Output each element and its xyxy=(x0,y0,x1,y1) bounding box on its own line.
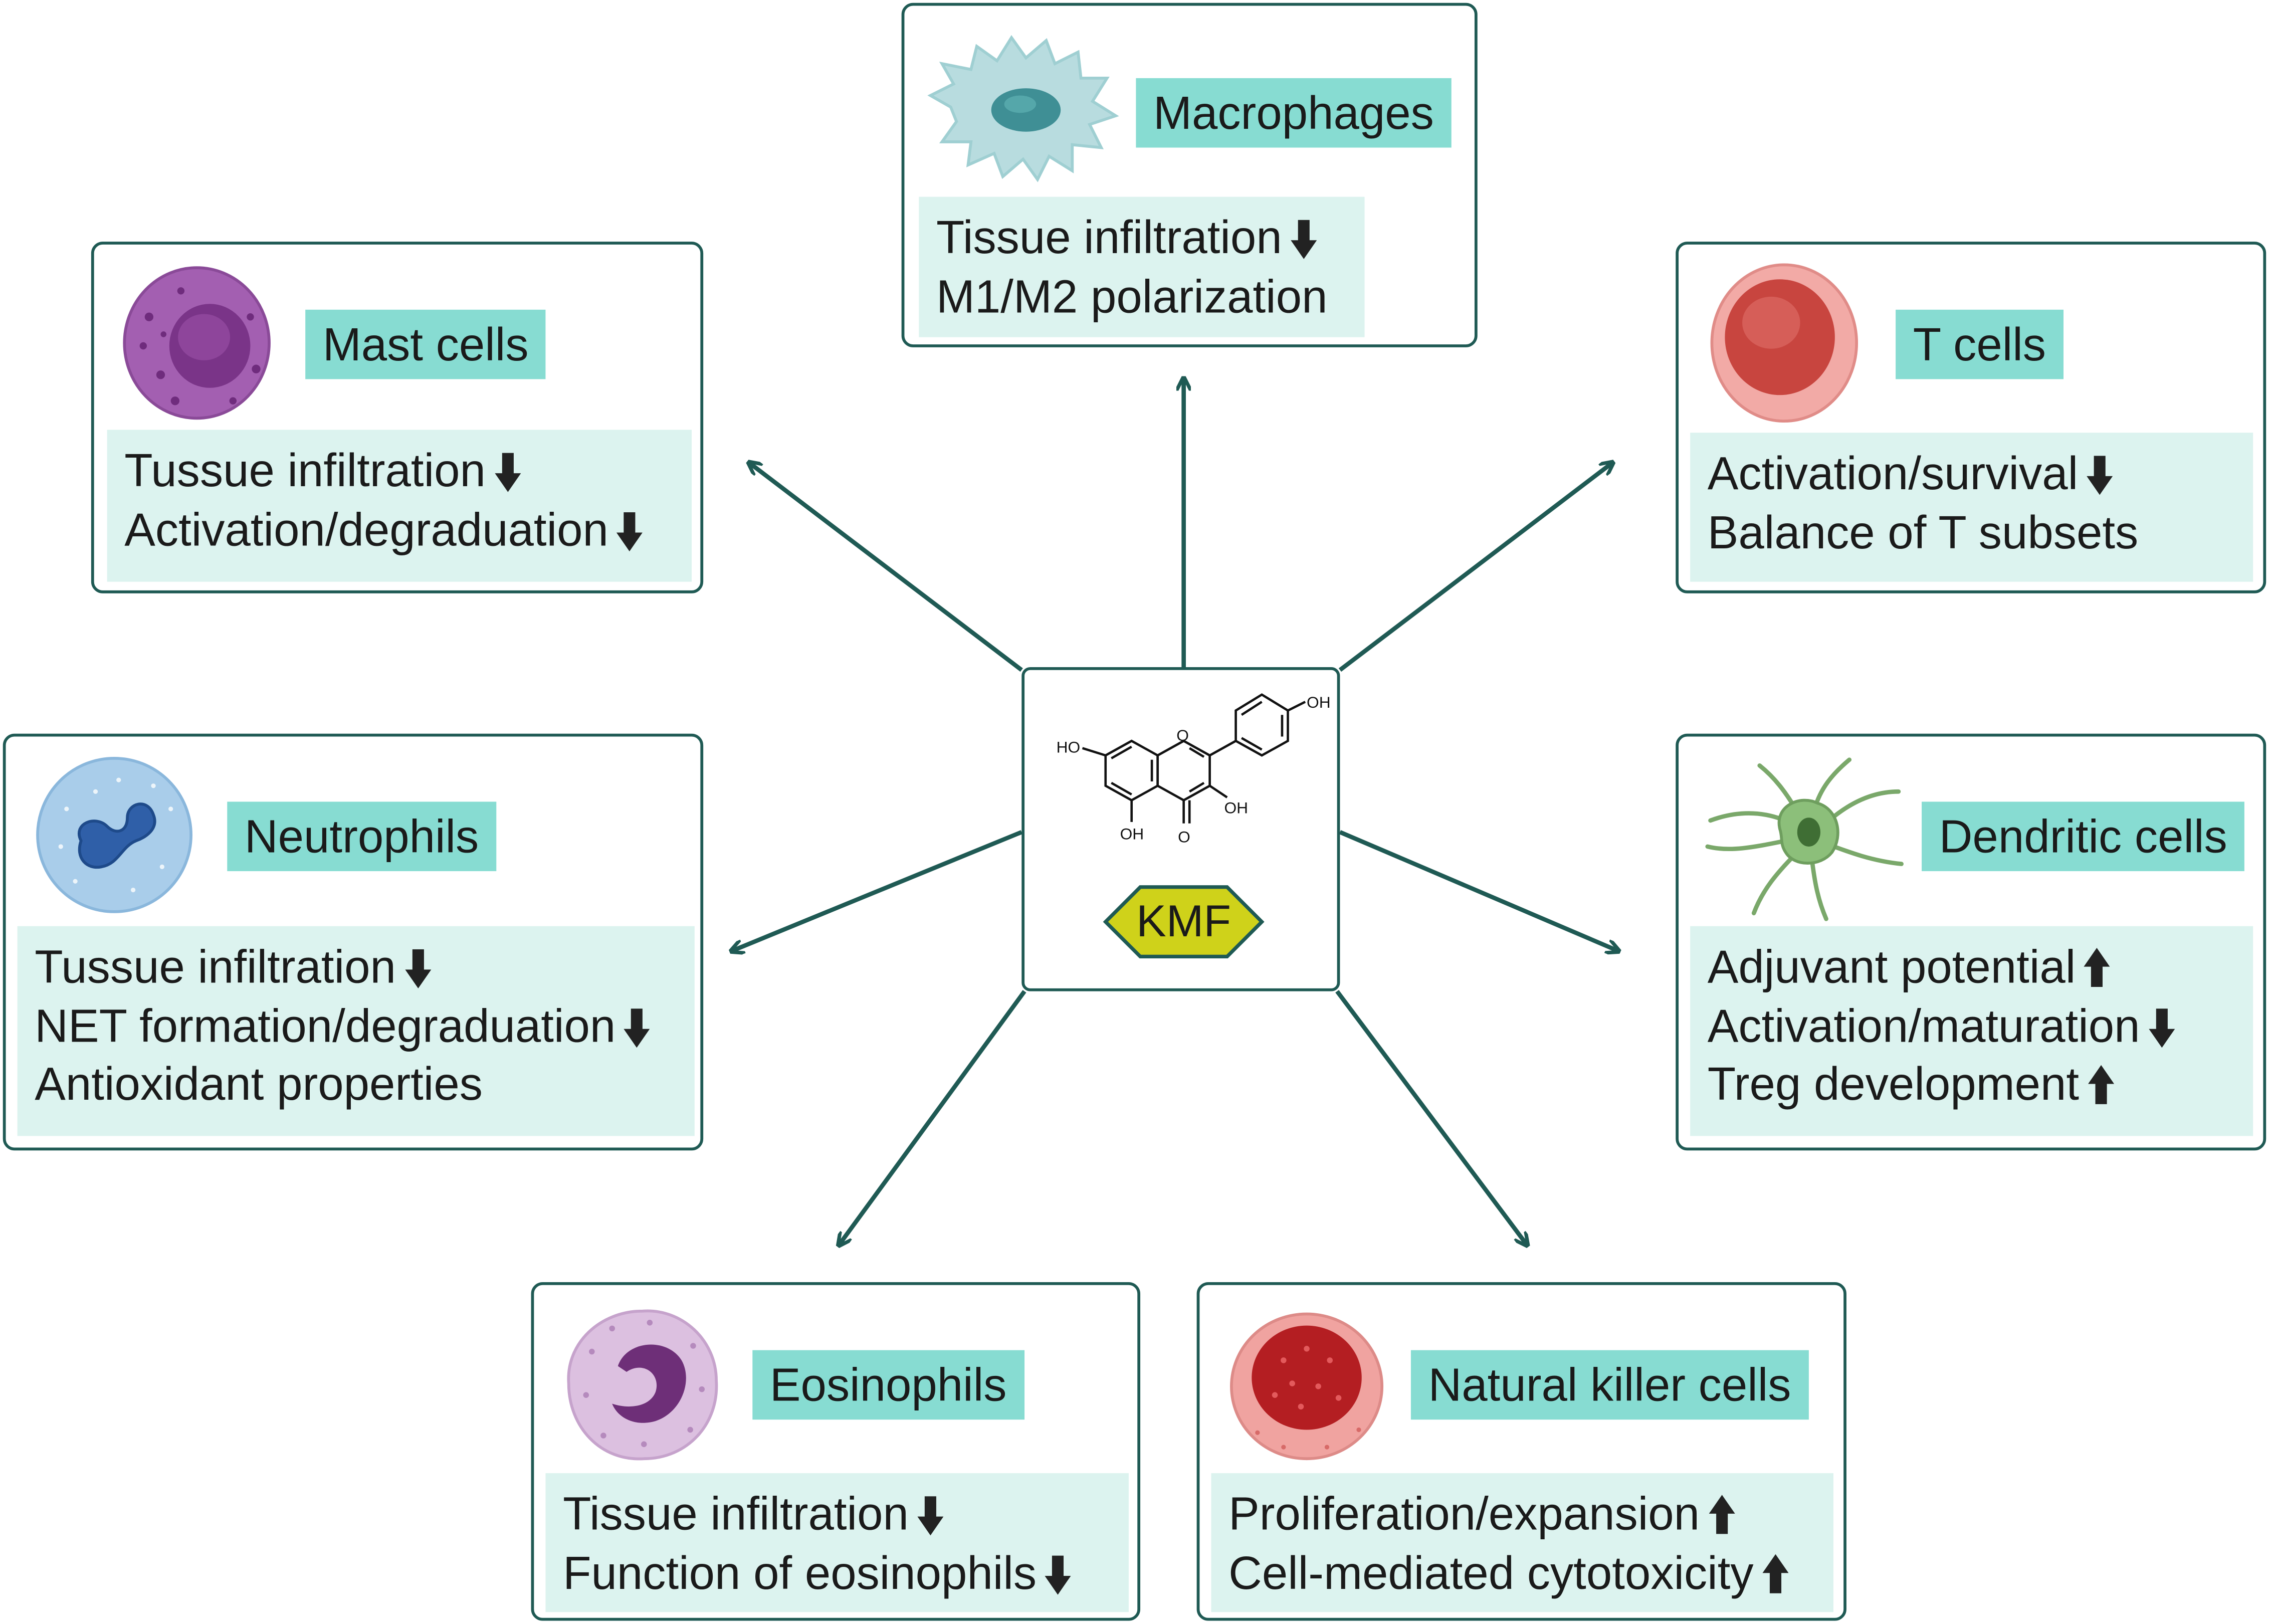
ho-label: HO xyxy=(1057,738,1081,756)
macrophages-card: Macrophages Tissue infiltration M1/M2 po… xyxy=(901,3,1478,347)
down-arrow-icon xyxy=(1291,216,1317,260)
t-cells-label: T cells xyxy=(1896,309,2064,379)
effect-text: Adjuvant potential xyxy=(1707,940,2076,993)
arrow-to-mast-cells xyxy=(750,463,1023,672)
neutrophils-card: Neutrophils Tussue infiltration NET form… xyxy=(3,733,704,1151)
oh-label-4p: OH xyxy=(1307,693,1331,711)
effect-line: NET formation/degraduation xyxy=(35,996,677,1055)
kmf-label: KMF xyxy=(1136,896,1231,947)
down-arrow-icon xyxy=(617,508,644,551)
ring-o-label: O xyxy=(1176,726,1189,744)
effect-line: Tussue infiltration xyxy=(124,442,674,500)
effect-line: Balance of T subsets xyxy=(1708,503,2236,561)
ketone-o-label: O xyxy=(1178,828,1190,846)
effect-text: Antioxidant properties xyxy=(35,1058,483,1110)
arrow-to-t-cells xyxy=(1338,463,1612,672)
dendritic-cell-icon xyxy=(1705,757,1904,921)
effect-text: Proliferation/expansion xyxy=(1228,1487,1700,1540)
effect-line: Tissue infiltration xyxy=(936,209,1347,267)
oh-label-5: OH xyxy=(1120,825,1144,843)
eosinophil-icon xyxy=(567,1309,718,1461)
t-cells-effects: Activation/survival Balance of T subsets xyxy=(1690,433,2253,582)
nk-cells-label: Natural killer cells xyxy=(1410,1350,1809,1420)
neutrophils-effects: Tussue infiltration NET formation/degrad… xyxy=(17,926,695,1136)
effect-text: Activation/maturation xyxy=(1707,999,2140,1052)
down-arrow-icon xyxy=(494,449,521,493)
down-arrow-icon xyxy=(624,1004,651,1048)
effect-line: Tussue infiltration xyxy=(35,938,677,996)
effect-line: Adjuvant potential xyxy=(1708,938,2236,996)
eosinophils-effects: Tissue infiltration Function of eosinoph… xyxy=(545,1473,1129,1612)
effect-line: M1/M2 polarization xyxy=(936,267,1347,326)
mast-cells-card: Mast cells Tussue infiltration Activatio… xyxy=(91,242,704,593)
effect-line: Cell-mediated cytotoxicity xyxy=(1228,1543,1816,1602)
down-arrow-icon xyxy=(404,945,431,989)
effect-text: Treg development xyxy=(1707,1058,2079,1110)
effect-text: Balance of T subsets xyxy=(1707,506,2139,558)
mast-cells-label: Mast cells xyxy=(305,309,546,379)
kaempferol-structure: HO O OH O OH OH xyxy=(1057,693,1331,846)
t-cells-card: T cells Activation/survival Balance of T… xyxy=(1676,242,2266,593)
eosinophils-label: Eosinophils xyxy=(752,1350,1024,1420)
effect-line: Antioxidant properties xyxy=(35,1055,677,1114)
down-arrow-icon xyxy=(2087,452,2113,496)
down-arrow-icon xyxy=(2148,1004,2175,1048)
effect-text: Tussue infiltration xyxy=(35,940,396,993)
dendritic-cells-card: Dendritic cells Adjuvant potential Activ… xyxy=(1676,733,2266,1151)
effect-line: Tissue infiltration xyxy=(563,1485,1111,1543)
macrophages-label: Macrophages xyxy=(1136,78,1452,148)
arrow-to-nk-cells xyxy=(1335,990,1527,1245)
up-arrow-icon xyxy=(2088,1063,2114,1106)
dendritic-cells-effects: Adjuvant potential Activation/maturation… xyxy=(1690,926,2253,1136)
up-arrow-icon xyxy=(2084,945,2111,989)
neutrophil-icon xyxy=(36,756,192,913)
effect-text: M1/M2 polarization xyxy=(936,270,1328,322)
arrow-to-neutrophils xyxy=(732,830,1022,951)
effect-text: Activation/survival xyxy=(1707,447,2079,500)
neutrophils-label: Neutrophils xyxy=(227,801,496,872)
effect-line: Activation/degraduation xyxy=(124,500,674,558)
mast-cells-effects: Tussue infiltration Activation/degraduat… xyxy=(107,430,692,582)
up-arrow-icon xyxy=(1708,1492,1735,1536)
eosinophils-card: Eosinophils Tissue infiltration Function… xyxy=(531,1282,1141,1621)
macrophages-effects: Tissue infiltration M1/M2 polarization xyxy=(919,196,1365,337)
arrow-to-dendritic-cells xyxy=(1339,830,1617,951)
effect-line: Proliferation/expansion xyxy=(1228,1485,1816,1543)
nk-cells-effects: Proliferation/expansion Cell-mediated cy… xyxy=(1211,1473,1833,1612)
t-cell-icon xyxy=(1710,263,1859,423)
effect-line: Activation/maturation xyxy=(1708,996,2236,1055)
down-arrow-icon xyxy=(917,1492,944,1536)
effect-line: Treg development xyxy=(1708,1055,2236,1114)
effect-text: Function of eosinophils xyxy=(563,1546,1037,1598)
effect-line: Function of eosinophils xyxy=(563,1543,1111,1602)
oh-label-3: OH xyxy=(1224,799,1248,817)
kmf-badge-shape xyxy=(1103,885,1265,958)
nk-cell-icon xyxy=(1230,1312,1384,1461)
effect-text: Cell-mediated cytotoxicity xyxy=(1228,1546,1754,1598)
arrow-to-eosinophils xyxy=(840,990,1026,1245)
effect-text: Tissue infiltration xyxy=(936,211,1282,264)
effect-text: Activation/degraduation xyxy=(124,503,608,555)
effect-text: Tussue infiltration xyxy=(124,444,486,497)
mast-cell-icon xyxy=(123,266,271,420)
up-arrow-icon xyxy=(1762,1551,1788,1594)
dendritic-cells-label: Dendritic cells xyxy=(1922,801,2245,872)
macrophage-icon xyxy=(927,35,1119,182)
effect-line: Activation/survival xyxy=(1708,444,2236,503)
kmf-center-box: HO O OH O OH OH KMF xyxy=(1021,667,1340,991)
nk-cells-card: Natural killer cells Proliferation/expan… xyxy=(1196,1282,1846,1621)
effect-text: Tissue infiltration xyxy=(563,1487,909,1540)
effect-text: NET formation/degraduation xyxy=(35,999,616,1052)
down-arrow-icon xyxy=(1045,1551,1072,1594)
